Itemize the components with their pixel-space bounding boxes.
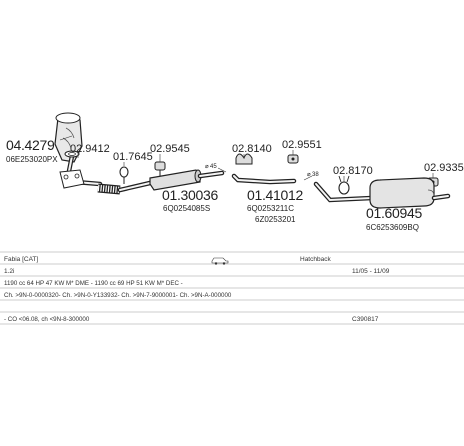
- part-clamp-01-7645[interactable]: [119, 166, 129, 184]
- part-ref-02-9412[interactable]: 02.9412: [70, 143, 110, 155]
- pipe-diameter-45: 45: [210, 164, 217, 170]
- vehicle-chassis: Ch. >9N-0-0000320- Ch. >9N-0-Y133932- Ch…: [4, 292, 232, 299]
- diameter-symbol-38: ⌀: [307, 172, 311, 178]
- part-oe-01-60945: 6C6253609BQ: [366, 223, 419, 232]
- part-centre-silencer[interactable]: [117, 169, 225, 193]
- leader-lines: [59, 135, 434, 182]
- part-ref-01-30036[interactable]: 01.30036: [162, 187, 219, 203]
- part-rear-silencer[interactable]: [313, 177, 451, 209]
- part-intermediate-pipe[interactable]: [231, 173, 297, 185]
- vehicle-body: Hatchback: [300, 256, 331, 263]
- part-ref-02-8140[interactable]: 02.8140: [232, 143, 272, 155]
- part-ref-02-8170[interactable]: 02.8170: [333, 165, 373, 177]
- part-ref-01-41012[interactable]: 01.41012: [247, 187, 304, 203]
- part-oe2-01-41012: 6Z0253201: [255, 215, 296, 224]
- part-ref-01-60945[interactable]: 01.60945: [366, 205, 423, 221]
- part-hanger-02-8140[interactable]: [235, 153, 253, 165]
- vehicle-model: Fabia [CAT]: [4, 256, 38, 263]
- part-ref-02-9551[interactable]: 02.9551: [282, 139, 322, 151]
- part-oe-01-41012: 6Q0253211C: [247, 204, 294, 213]
- part-oe-01-30036: 6Q0254085S: [163, 204, 210, 213]
- part-ref-02-9335[interactable]: 02.9335: [424, 162, 464, 174]
- part-ref-04-4279[interactable]: 04.4279: [6, 137, 55, 153]
- part-ref-02-9545[interactable]: 02.9545: [150, 143, 190, 155]
- part-gasket-02-9412[interactable]: [64, 150, 80, 158]
- vehicle-code: C390817: [352, 316, 379, 323]
- pipe-diameter-38: 38: [312, 172, 319, 178]
- part-ref-01-7645[interactable]: 01.7645: [113, 151, 153, 163]
- car-icon: [211, 257, 229, 265]
- vehicle-dates: 11/05 - 11/09: [352, 268, 390, 275]
- vehicle-notes: - CO <06.08, ch <9N-8-300000: [4, 316, 90, 323]
- vehicle-specs: 1190 cc 64 HP 47 KW M* DME - 1190 cc 69 …: [4, 280, 183, 287]
- part-catalytic-converter[interactable]: [54, 112, 121, 195]
- vehicle-engine: 1.2i: [4, 268, 14, 275]
- part-oe-04-4279: 06E253020PX: [6, 155, 58, 164]
- diameter-symbol-45: ⌀: [205, 164, 209, 170]
- part-rubber-mount-02-9551[interactable]: [287, 154, 299, 164]
- vehicle-info-table: Fabia [CAT] Hatchback 1.2i 11/05 - 11/09…: [0, 251, 464, 325]
- part-rubber-mount-02-9545[interactable]: [154, 161, 166, 176]
